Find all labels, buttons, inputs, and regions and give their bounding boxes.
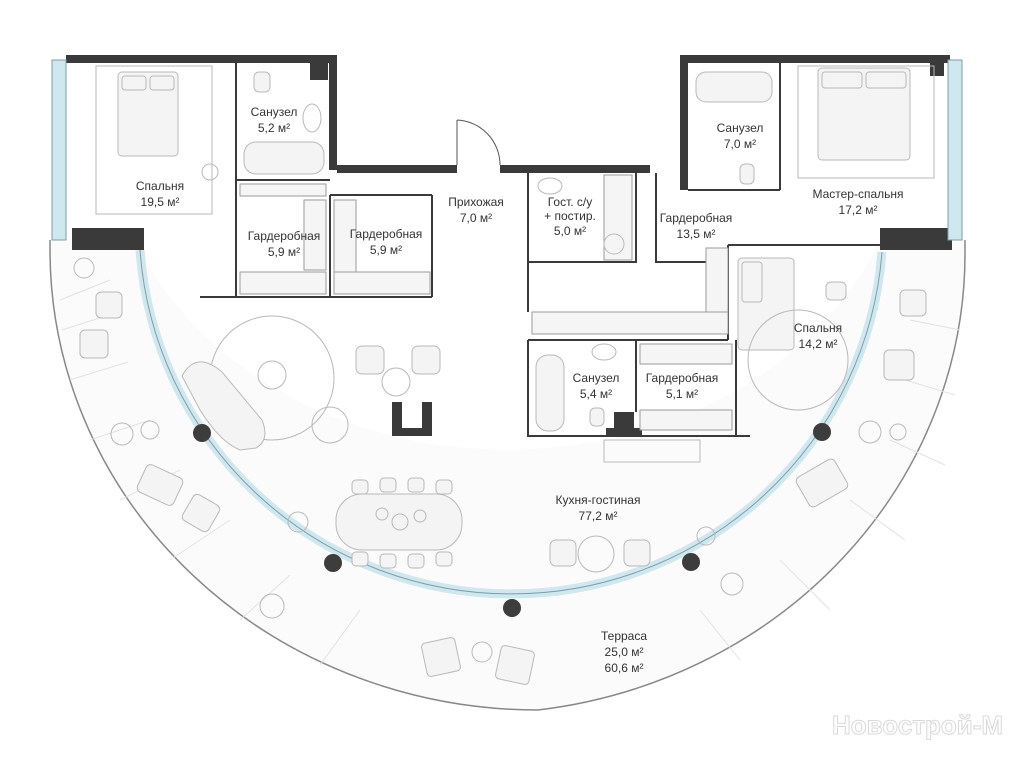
column — [503, 599, 521, 617]
svg-text:Гардеробная: Гардеробная — [660, 211, 733, 225]
svg-text:5,9 м²: 5,9 м² — [370, 243, 402, 257]
svg-text:13,5 м²: 13,5 м² — [677, 227, 716, 241]
room-label-wardrobe-1: Гардеробная 5,9 м² — [248, 229, 321, 259]
svg-text:7,0 м²: 7,0 м² — [724, 137, 756, 151]
room-label-hallway: Прихожая 7,0 м² — [448, 195, 504, 225]
terrace-furniture — [79, 289, 927, 685]
terrace-deck — [59, 279, 961, 666]
svg-text:5,9 м²: 5,9 м² — [268, 245, 300, 259]
svg-text:19,5 м²: 19,5 м² — [141, 195, 180, 209]
room-label-terrace: Терраса 25,0 м² 60,6 м² — [601, 629, 647, 675]
svg-text:Спальня: Спальня — [136, 179, 184, 193]
svg-text:25,0 м²: 25,0 м² — [605, 645, 644, 659]
svg-text:Гост. с/у: Гост. с/у — [548, 195, 593, 209]
exterior-walls — [66, 55, 952, 436]
room-label-guest-wc: Гост. с/у + постир. 5,0 м² — [544, 195, 596, 238]
living-furniture — [181, 281, 849, 573]
interior-walls — [200, 63, 880, 437]
svg-text:5,2 м²: 5,2 м² — [258, 121, 290, 135]
svg-text:Спальня: Спальня — [794, 321, 842, 335]
room-label-wardrobe-2: Гардеробная 5,9 м² — [350, 227, 423, 257]
svg-text:Санузел: Санузел — [251, 105, 298, 119]
svg-text:Санузел: Санузел — [573, 371, 620, 385]
window-right — [947, 59, 963, 241]
svg-text:5,4 м²: 5,4 м² — [580, 387, 612, 401]
svg-text:Санузел: Санузел — [717, 121, 764, 135]
svg-text:Мастер-спальня: Мастер-спальня — [812, 187, 903, 201]
svg-text:7,0 м²: 7,0 м² — [460, 211, 492, 225]
watermark: Новострой-М — [832, 710, 1003, 740]
column — [193, 424, 211, 442]
room-label-wardrobe-4: Гардеробная 5,1 м² — [646, 371, 719, 401]
room-label-bathroom-mid: Санузел 5,4 м² — [573, 371, 620, 401]
svg-text:5,1 м²: 5,1 м² — [666, 387, 698, 401]
room-label-bedroom-right: Спальня 14,2 м² — [794, 321, 842, 351]
svg-text:Прихожая: Прихожая — [448, 195, 504, 209]
column — [813, 423, 831, 441]
svg-text:Терраса: Терраса — [601, 629, 647, 643]
svg-text:14,2 м²: 14,2 м² — [799, 337, 838, 351]
column — [324, 554, 342, 572]
beds — [95, 65, 935, 351]
svg-text:Кухня-гостиная: Кухня-гостиная — [556, 493, 641, 507]
svg-text:Гардеробная: Гардеробная — [646, 371, 719, 385]
plants — [73, 163, 907, 619]
wardrobe-shelves — [239, 174, 733, 431]
svg-text:77,2 м²: 77,2 м² — [579, 509, 618, 523]
svg-text:+ постир.: + постир. — [544, 209, 596, 223]
room-label-bathroom-right: Санузел 7,0 м² — [717, 121, 764, 151]
room-label-bedroom-left: Спальня 19,5 м² — [136, 179, 184, 209]
svg-text:60,6 м²: 60,6 м² — [605, 661, 644, 675]
svg-text:17,2 м²: 17,2 м² — [839, 203, 878, 217]
room-label-bathroom-top: Санузел 5,2 м² — [251, 105, 298, 135]
bathroom-fixtures — [243, 71, 773, 432]
svg-text:Гардеробная: Гардеробная — [248, 229, 321, 243]
window-left — [51, 59, 67, 241]
entrance-door — [456, 119, 501, 166]
room-label-kitchen-living: Кухня-гостиная 77,2 м² — [556, 493, 641, 523]
svg-text:5,0 м²: 5,0 м² — [554, 224, 586, 238]
column — [682, 553, 700, 571]
svg-text:Гардеробная: Гардеробная — [350, 227, 423, 241]
room-label-wardrobe-3: Гардеробная 13,5 м² — [660, 211, 733, 241]
room-label-master-bedroom: Мастер-спальня 17,2 м² — [812, 187, 903, 217]
